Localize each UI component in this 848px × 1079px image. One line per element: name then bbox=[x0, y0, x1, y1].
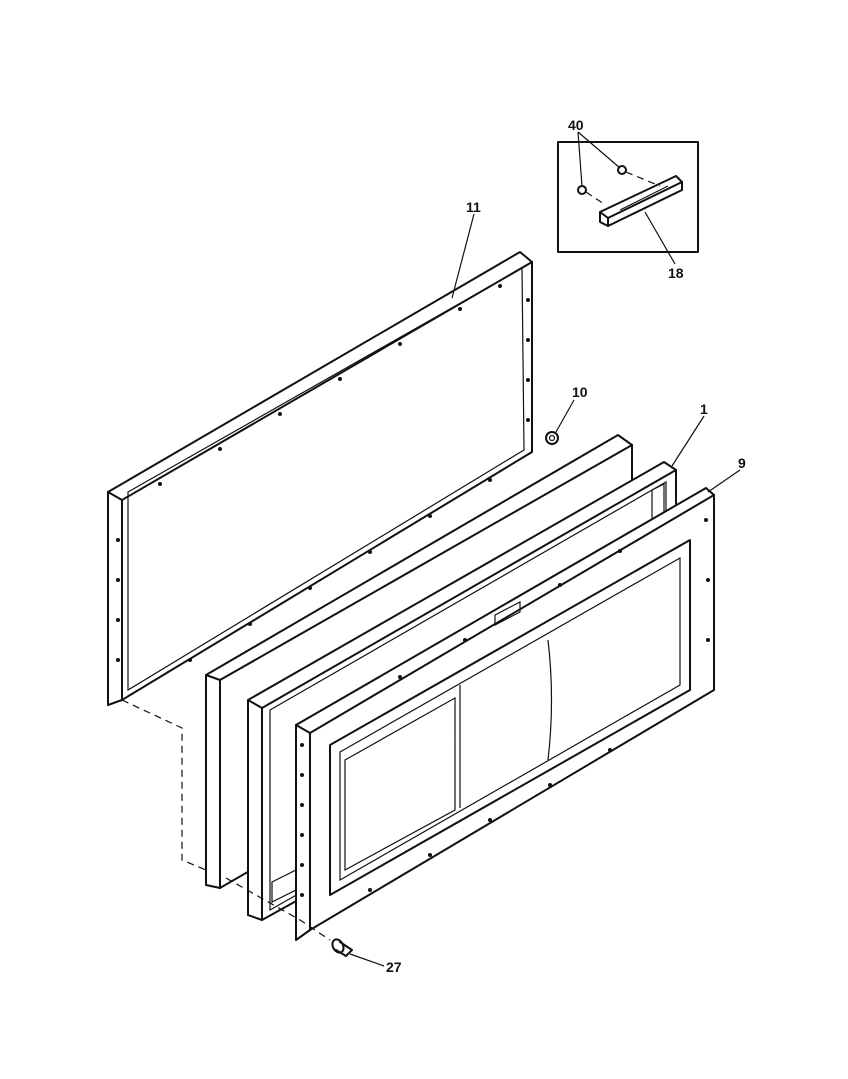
alignment-line-left bbox=[121, 699, 207, 871]
callout-9: 9 bbox=[738, 455, 746, 471]
callout-40: 40 bbox=[568, 117, 584, 133]
inset-detail-box bbox=[557, 141, 699, 253]
callout-1: 1 bbox=[700, 401, 708, 417]
part-18-handle bbox=[599, 175, 683, 227]
callout-18: 18 bbox=[668, 265, 684, 281]
callout-27: 27 bbox=[386, 959, 402, 975]
part-10-plug bbox=[545, 431, 559, 445]
callout-11: 11 bbox=[466, 199, 481, 215]
part-27-screw bbox=[331, 938, 353, 957]
callout-10: 10 bbox=[572, 384, 588, 400]
part-9-outer-door bbox=[295, 487, 715, 941]
part-11-rear-panel bbox=[107, 251, 533, 706]
leader-lines bbox=[349, 131, 741, 967]
alignment-line-bottom bbox=[225, 877, 331, 941]
part-40-screws bbox=[577, 165, 627, 195]
